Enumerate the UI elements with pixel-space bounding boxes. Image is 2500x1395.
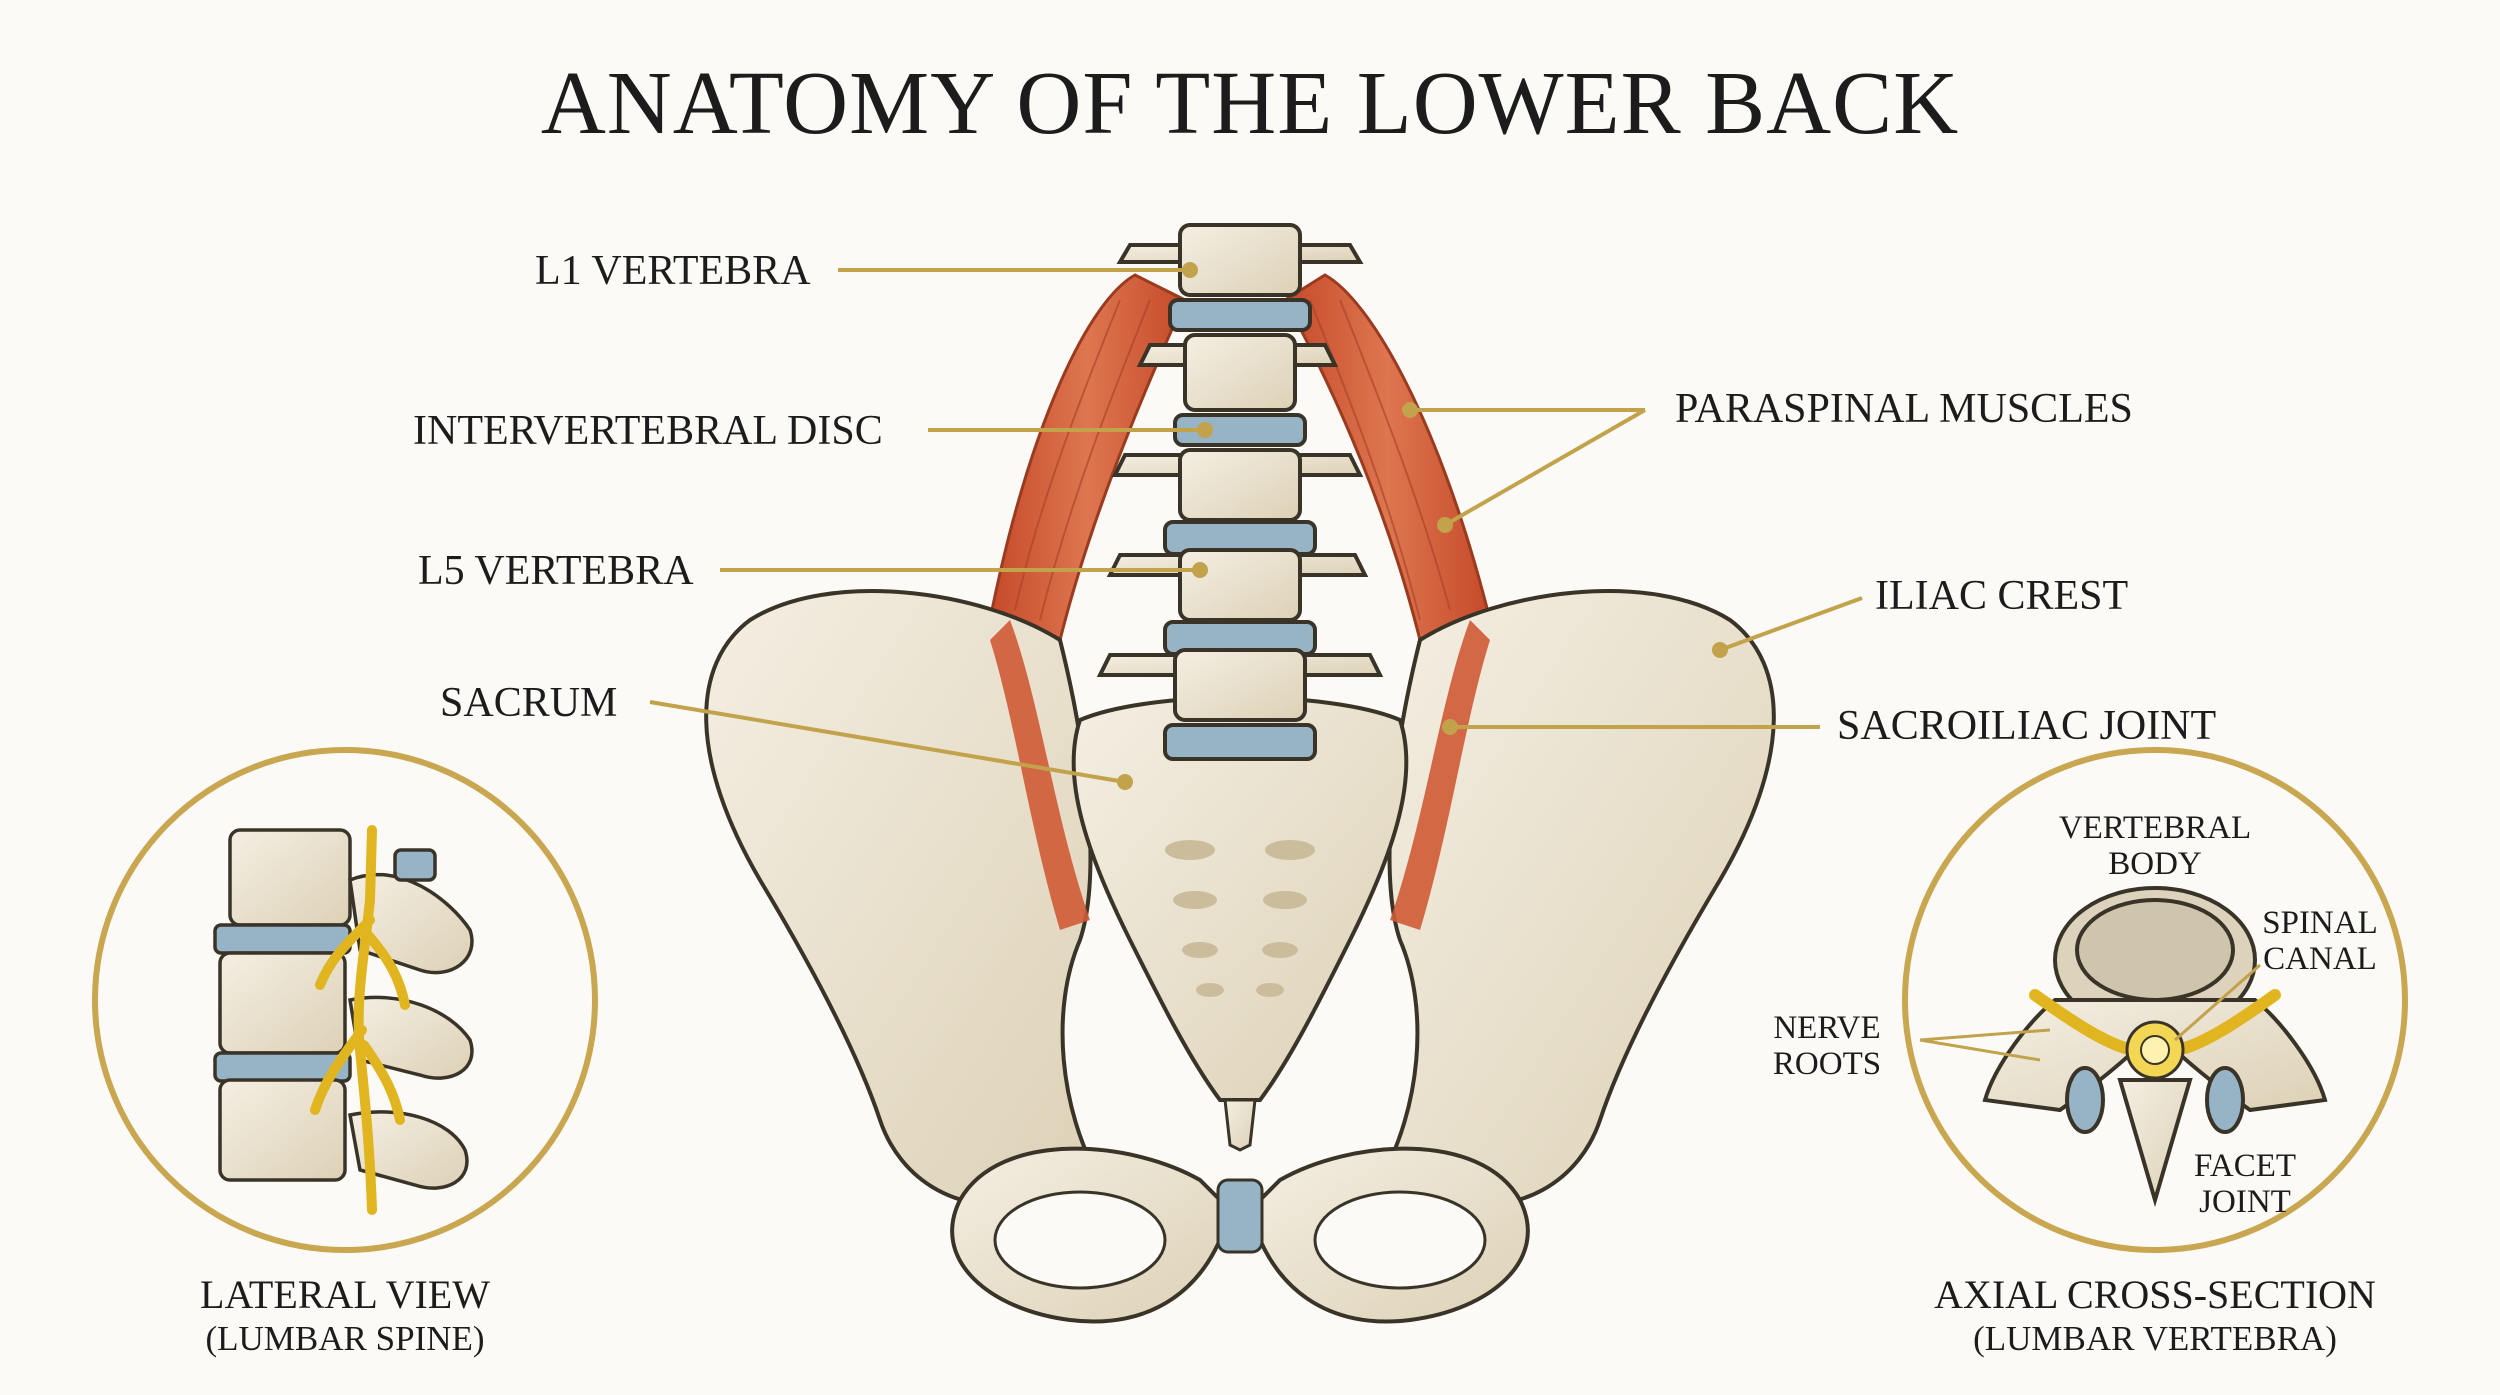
facet-joint-line1: FACET xyxy=(2193,1148,2297,1184)
nerve-roots-line2: ROOTS xyxy=(1772,1046,1882,1082)
label-nerve-roots: NERVE ROOTS xyxy=(1752,1010,1902,1082)
page-title: ANATOMY OF THE LOWER BACK xyxy=(540,54,1960,153)
leader-lines xyxy=(649,262,1863,790)
obturator-foramen-left xyxy=(993,1190,1167,1290)
label-l1-vertebra: L1 VERTEBRA xyxy=(535,248,811,294)
nerve-roots-line1: NERVE xyxy=(1773,1010,1881,1046)
sacrum-bone xyxy=(1071,695,1409,1102)
spinal-canal-line2: CANAL xyxy=(2263,941,2377,977)
lateral-view-inset xyxy=(92,747,598,1253)
spinal-canal-line1: SPINAL xyxy=(2262,905,2378,941)
si-joint-right xyxy=(1390,620,1490,930)
obturator-foramen-right xyxy=(1313,1190,1487,1290)
label-vertebral-body: VERTEBRAL BODY xyxy=(2030,810,2280,882)
pubic-symphysis xyxy=(1216,1178,1264,1254)
ilium-left xyxy=(704,589,1103,1208)
caption-lateral-line1: LATERAL VIEW xyxy=(200,1272,490,1317)
caption-lateral-view: LATERAL VIEW (LUMBAR SPINE) xyxy=(145,1272,545,1360)
label-facet-joint: FACET JOINT xyxy=(2170,1148,2320,1220)
label-spinal-canal: SPINAL CANAL xyxy=(2245,905,2395,977)
caption-axial-line2: (LUMBAR VERTEBRA) xyxy=(1973,1319,2337,1358)
vertebral-body-line2: BODY xyxy=(2108,846,2202,882)
axial-section-inset xyxy=(1902,747,2408,1253)
label-sacroiliac-joint: SACROILIAC JOINT xyxy=(1837,703,2217,749)
vertebral-body-line1: VERTEBRAL xyxy=(2058,810,2252,846)
label-l5-vertebra: L5 VERTEBRA xyxy=(418,548,694,594)
label-intervertebral-disc: INTERVERTEBRAL DISC xyxy=(413,408,883,454)
label-iliac-crest: ILIAC CREST xyxy=(1875,573,2129,619)
coccyx xyxy=(1223,1098,1257,1152)
si-joint-left xyxy=(990,620,1090,930)
caption-axial-section: AXIAL CROSS-SECTION (LUMBAR VERTEBRA) xyxy=(1905,1272,2405,1360)
facet-joint-line2: JOINT xyxy=(2199,1184,2291,1220)
caption-axial-line1: AXIAL CROSS-SECTION xyxy=(1934,1272,2376,1317)
ilium-right xyxy=(1377,589,1776,1208)
caption-lateral-line2: (LUMBAR SPINE) xyxy=(205,1319,485,1358)
label-sacrum: SACRUM xyxy=(440,680,618,726)
label-paraspinal-muscles: PARASPINAL MUSCLES xyxy=(1675,386,2133,432)
